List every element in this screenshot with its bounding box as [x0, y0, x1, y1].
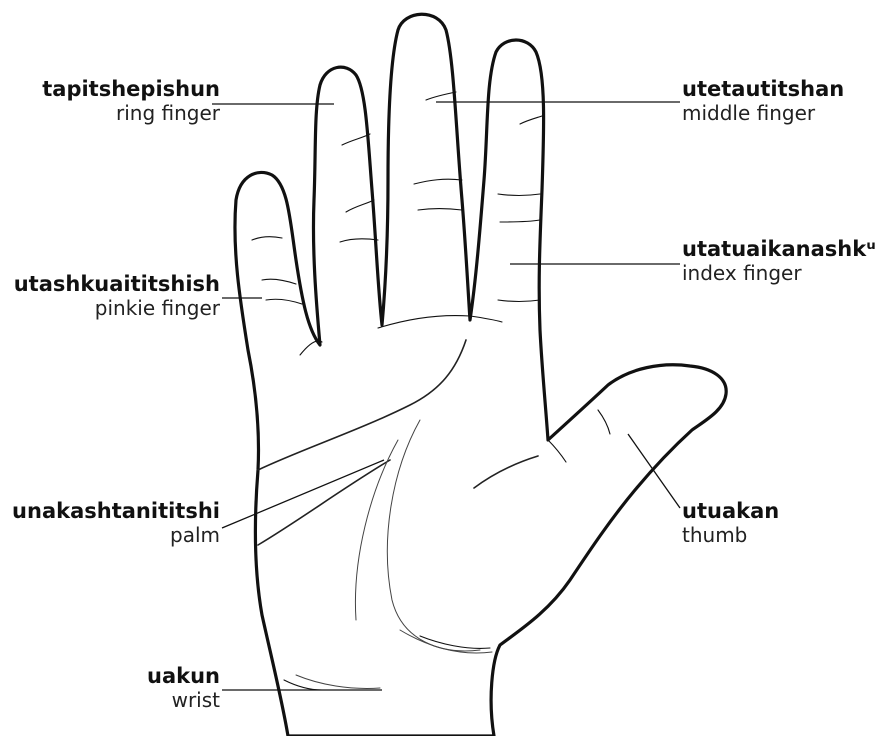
pinkie-finger-term: utashkuaititshish	[14, 272, 220, 296]
wrist-gloss: wrist	[147, 688, 220, 712]
thumb-term: utuakan	[682, 499, 779, 523]
label-palm: unakashtanititshi palm	[12, 499, 220, 547]
index-finger-term: utatuaikanashkᵘ	[682, 237, 876, 261]
label-index-finger: utatuaikanashkᵘ index finger	[682, 237, 876, 285]
label-thumb: utuakan thumb	[682, 499, 779, 547]
hand-outline-group	[235, 14, 726, 736]
label-wrist: uakun wrist	[147, 664, 220, 712]
ring-finger-gloss: ring finger	[42, 101, 220, 125]
hand-outline	[235, 14, 726, 736]
wrist-term: uakun	[147, 664, 220, 688]
middle-finger-gloss: middle finger	[682, 101, 844, 125]
palm-term: unakashtanititshi	[12, 499, 220, 523]
palm-gloss: palm	[12, 523, 220, 547]
pinkie-finger-gloss: pinkie finger	[14, 296, 220, 320]
label-pinkie-finger: utashkuaititshish pinkie finger	[14, 272, 220, 320]
ring-finger-term: tapitshepishun	[42, 77, 220, 101]
label-ring-finger: tapitshepishun ring finger	[42, 77, 220, 125]
label-middle-finger: utetautitshan middle finger	[682, 77, 844, 125]
index-finger-gloss: index finger	[682, 261, 876, 285]
middle-finger-term: utetautitshan	[682, 77, 844, 101]
thumb-gloss: thumb	[682, 523, 779, 547]
